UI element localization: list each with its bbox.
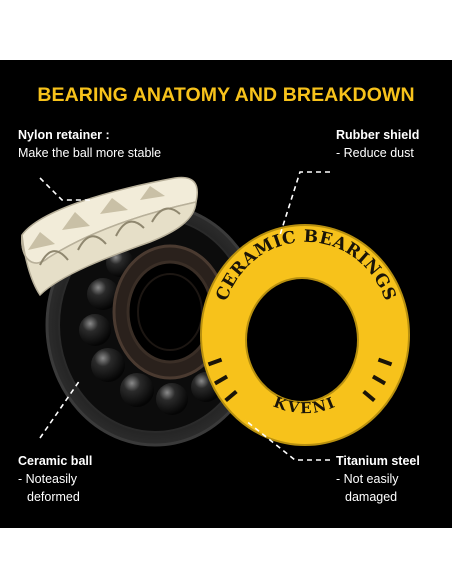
label-ceramic-ball: Ceramic ball - Noteasily deformed: [18, 452, 138, 506]
titanium-desc-2: damaged: [345, 490, 398, 504]
shield-stripes: [207, 357, 393, 403]
rubber-heading: Rubber shield: [336, 128, 420, 142]
rubber-desc: - Reduce dust: [336, 146, 414, 160]
bearing-illustration: CERAMIC BEARINGS KVENI: [21, 171, 410, 461]
nylon-desc: Make the ball more stable: [18, 146, 162, 160]
leader-nylon: [39, 177, 92, 201]
rubber-shield: CERAMIC BEARINGS KVENI: [200, 224, 410, 446]
label-titanium-steel: Titanium steel - Not easily damaged: [336, 452, 446, 506]
label-nylon-retainer: Nylon retainer : Make the ball more stab…: [18, 126, 218, 162]
nylon-heading: Nylon retainer :: [18, 128, 110, 142]
ceramic-desc-1: - Noteasily: [18, 472, 78, 486]
infographic-canvas: CERAMIC BEARINGS KVENI BEARING ANATOMY A…: [0, 60, 452, 528]
leader-rubber: [279, 171, 330, 236]
titanium-desc-1: - Not easily: [336, 472, 399, 486]
titanium-heading: Titanium steel: [336, 454, 420, 468]
ceramic-desc-2: deformed: [27, 490, 80, 504]
leader-ceramic: [39, 379, 81, 439]
leader-titanium: [244, 419, 330, 461]
label-rubber-shield: Rubber shield - Reduce dust: [336, 126, 446, 162]
ceramic-heading: Ceramic ball: [18, 454, 93, 468]
nylon-retainer: [21, 176, 198, 297]
page-title: BEARING ANATOMY AND BREAKDOWN: [37, 84, 415, 106]
leader-lines: [39, 171, 330, 461]
